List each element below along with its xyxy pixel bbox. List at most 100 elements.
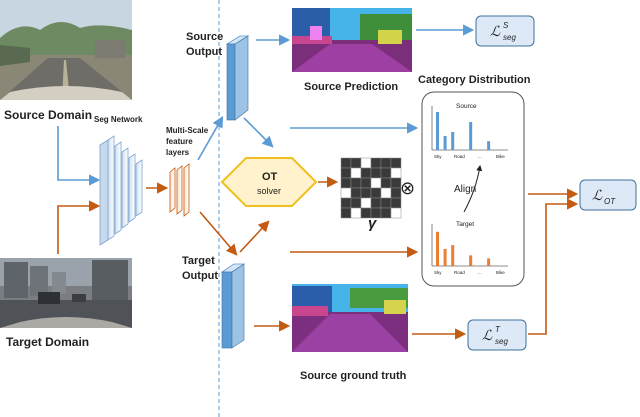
source-output-bar	[225, 35, 250, 121]
matrix-cell	[350, 207, 362, 219]
histogram-bar	[487, 141, 491, 150]
histogram-bar	[469, 255, 473, 266]
matrix-cell	[350, 157, 362, 169]
loss-target-seg-box: ℒ T seg	[467, 319, 527, 351]
multiscale-label-line3: layers	[166, 148, 190, 157]
seg-network-layer	[121, 147, 129, 229]
matrix-cell	[360, 187, 372, 199]
matrix-cell	[370, 197, 382, 209]
align-arrow	[463, 164, 483, 213]
target-domain-label: Target Domain	[6, 335, 89, 349]
orange-arrows	[57, 176, 579, 340]
matrix-cell	[360, 197, 372, 209]
histogram-bar	[443, 248, 447, 266]
histogram-tick-label: Road	[454, 270, 465, 275]
ot-solver-title: OT	[262, 171, 278, 183]
matrix-cell	[380, 157, 392, 169]
feature-layer	[176, 165, 183, 215]
histogram-title: Target	[456, 221, 474, 228]
source-ground-truth-label: Source ground truth	[300, 370, 407, 382]
arrow-target-output-to-ot	[239, 220, 270, 253]
matrix-cell	[370, 157, 382, 169]
source-prediction-image	[292, 8, 412, 72]
histogram-bar	[469, 122, 473, 150]
loss-source-seg-box: ℒ S seg	[475, 15, 535, 47]
seg-network-layer	[135, 159, 143, 217]
arrow-target-to-network	[57, 200, 101, 254]
source-output-label-line1: Source	[186, 31, 223, 43]
loss-ot-box: ℒ OT	[579, 179, 637, 211]
align-label: Align	[454, 184, 476, 195]
loss-target-sup: T	[495, 325, 501, 334]
histogram-tick-label: Sky	[434, 154, 442, 159]
histogram-title: Source	[456, 103, 477, 110]
multiscale-feature-layers	[169, 163, 190, 217]
source-domain-image	[0, 0, 132, 100]
matrix-cell	[340, 187, 352, 199]
source-prediction-label: Source Prediction	[304, 81, 398, 93]
source-ground-truth-image	[292, 284, 408, 352]
category-distribution-panel	[421, 91, 525, 287]
histogram-bar	[436, 231, 439, 266]
loss-source-symbol: ℒ	[490, 23, 501, 39]
seg-network-layer	[99, 139, 109, 246]
target-output-label-line1: Target	[182, 255, 215, 267]
arrow-source-to-network	[57, 126, 101, 186]
target-output-bar	[220, 263, 246, 349]
matrix-cell	[390, 167, 402, 179]
feature-layer	[183, 163, 190, 217]
matrix-cell	[390, 207, 402, 219]
tensor-product-symbol: ⊗	[400, 178, 415, 198]
arrow-features-to-source-output	[197, 116, 224, 161]
matrix-cell	[380, 167, 392, 179]
multiscale-label-line1: Multi-Scale	[166, 126, 209, 135]
loss-source-sup: S	[503, 21, 509, 30]
target-output-label-line2: Output	[182, 270, 218, 282]
seg-network-layer	[107, 135, 115, 241]
seg-network-cubes	[107, 135, 143, 241]
seg-network-layer	[128, 153, 136, 223]
feature-layer	[169, 167, 176, 213]
ot-solver-node	[220, 157, 318, 207]
loss-ot-sub: OT	[604, 197, 616, 206]
matrix-cell	[370, 167, 382, 179]
matrix-cell	[350, 167, 362, 179]
matrix-cell	[380, 207, 392, 219]
seg-network-label: Seg Network	[94, 115, 143, 124]
histogram-bar	[451, 245, 455, 266]
arrow-features-to-target-output	[199, 211, 238, 256]
histogram-tick-label: Bike	[496, 270, 505, 275]
source-domain-label: Source Domain	[4, 108, 92, 122]
target-domain-image	[0, 258, 132, 328]
matrix-cell	[360, 177, 372, 189]
matrix-cell	[360, 157, 372, 169]
matrix-cell	[340, 167, 352, 179]
blue-arrows	[57, 24, 475, 186]
histogram-tick-label: ...	[478, 154, 482, 159]
matrix-cell	[340, 207, 352, 219]
transport-matrix	[340, 157, 402, 219]
histogram-bar	[451, 132, 455, 150]
histogram-bar	[443, 136, 447, 150]
histogram-tick-label: Road	[454, 154, 465, 159]
loss-ot-symbol: ℒ	[592, 187, 603, 203]
matrix-cell	[350, 187, 362, 199]
source-output-label-line2: Output	[186, 46, 222, 58]
loss-source-sub: seg	[503, 33, 516, 42]
matrix-cell	[350, 197, 362, 209]
matrix-cell	[350, 177, 362, 189]
histogram-tick-label: Bike	[496, 154, 505, 159]
matrix-cell	[370, 177, 382, 189]
matrix-cell	[340, 177, 352, 189]
seg-network-block	[99, 139, 109, 246]
matrix-cell	[370, 187, 382, 199]
loss-target-symbol: ℒ	[482, 327, 493, 343]
matrix-cell	[390, 197, 402, 209]
histogram-tick-label: Sky	[434, 270, 442, 275]
histogram-bar	[487, 258, 491, 266]
histogram-tick-label: ...	[478, 270, 482, 275]
matrix-cell	[390, 157, 402, 169]
